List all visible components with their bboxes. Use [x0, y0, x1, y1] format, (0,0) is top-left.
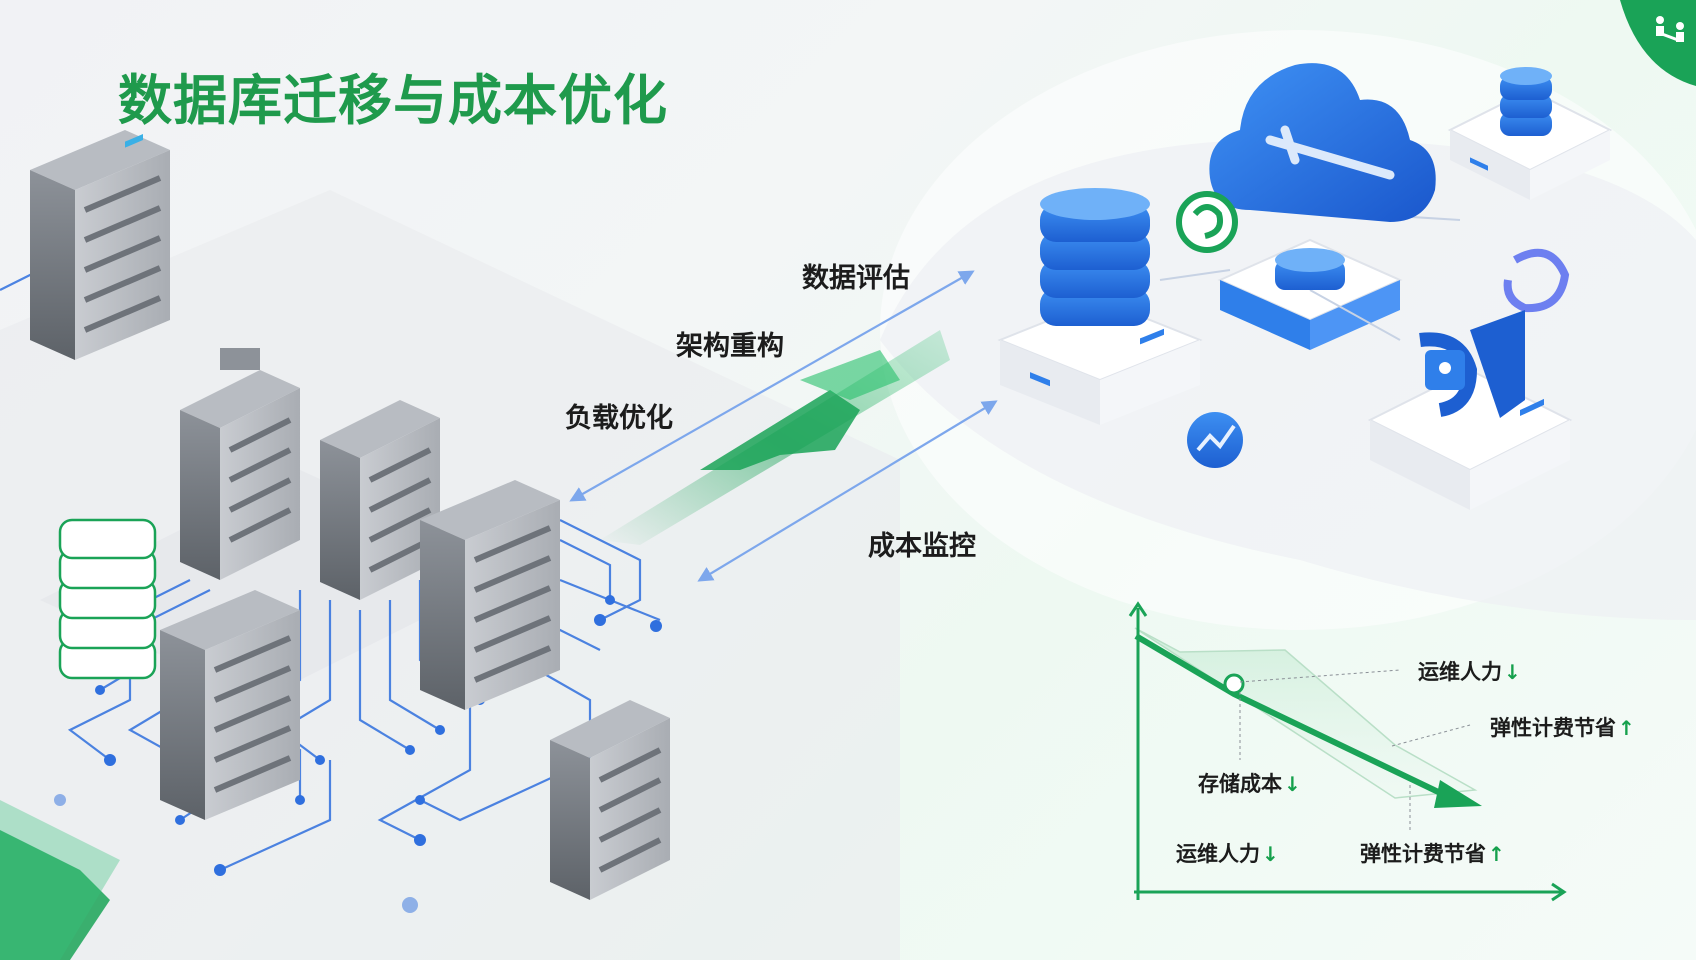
chart-label-storage-cost: 存储成本↓ [1198, 772, 1301, 796]
label-cost-monitoring: 成本监控 [868, 531, 976, 562]
refresh-icon-blue [1503, 248, 1570, 313]
chart-icon [1187, 412, 1243, 468]
flow-arrows [569, 270, 998, 582]
label-architecture-refactor: 架构重构 [676, 331, 784, 362]
chart-label-ops-labor-bottom: 运维人力↓ [1176, 842, 1279, 866]
on-prem-server-icon [30, 130, 670, 900]
refresh-icon [1176, 191, 1238, 253]
label-data-assessment: 数据评估 [802, 263, 910, 294]
security-lock-icon [1419, 310, 1525, 418]
team-icon [1620, 0, 1696, 86]
cloud-icon [1209, 63, 1436, 222]
label-load-optimization: 负载优化 [565, 403, 673, 434]
cloud-platforms [997, 88, 1613, 510]
chart-label-elastic-billing-top: 弹性计费节省↑ [1490, 716, 1635, 740]
cost-chart [1128, 601, 1567, 902]
page-title: 数据库迁移与成本优化 [118, 69, 668, 132]
database-icon [1040, 67, 1552, 326]
database-stack-icon [58, 518, 157, 680]
chart-label-ops-labor-top: 运维人力↓ [1418, 660, 1521, 684]
chart-label-elastic-billing-bottom: 弹性计费节省↑ [1360, 842, 1505, 866]
